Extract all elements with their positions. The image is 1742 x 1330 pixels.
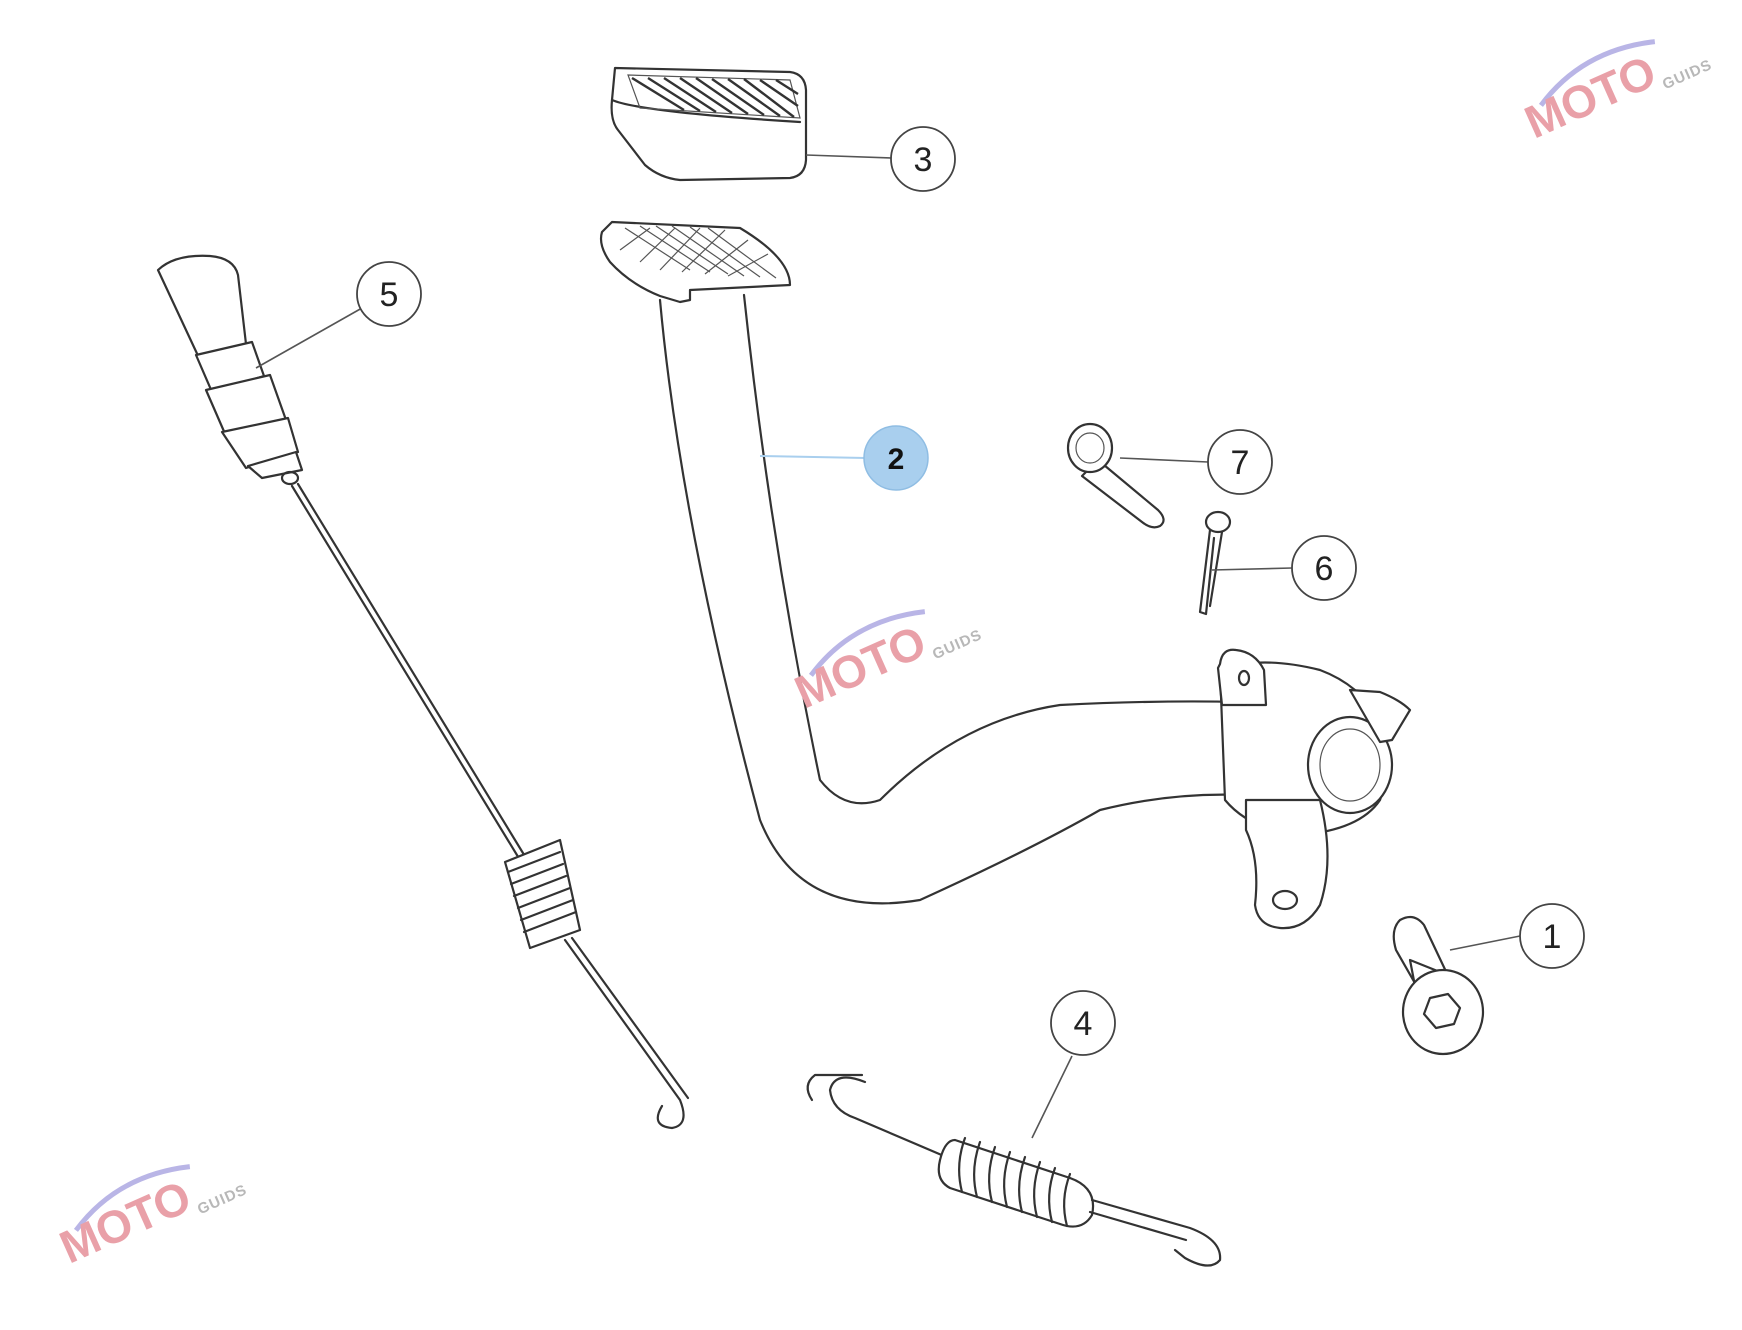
- watermark-top-right: MOTO GUIDS: [1517, 39, 1715, 148]
- svg-text:GUIDS: GUIDS: [1660, 56, 1715, 93]
- watermark-bottom-left: MOTO GUIDS: [52, 1164, 250, 1273]
- callout-4[interactable]: 4: [1050, 990, 1116, 1056]
- part-5-spring: [503, 838, 582, 950]
- callout-2[interactable]: 2: [863, 425, 929, 491]
- part-6-cotter-pin: [1198, 510, 1232, 616]
- part-3-pedal-rubber: [610, 66, 808, 182]
- svg-text:GUIDS: GUIDS: [195, 1181, 250, 1218]
- callout-5[interactable]: 5: [356, 261, 422, 327]
- part-1-pivot-bolt: [1392, 915, 1485, 1056]
- callout-3[interactable]: 3: [890, 126, 956, 192]
- callout-6-label: 6: [1315, 550, 1334, 588]
- callout-3-label: 3: [914, 141, 933, 179]
- callout-2-label: 2: [888, 443, 905, 476]
- leader-lines: [255, 154, 1521, 1139]
- watermark-center: MOTO GUIDS: [787, 609, 985, 718]
- part-4-return-spring: [806, 1073, 1222, 1267]
- callout-7-label: 7: [1231, 444, 1250, 482]
- part-5-brake-switch: [156, 254, 690, 1130]
- part-7-clevis-pin: [1066, 422, 1165, 529]
- callout-5-label: 5: [380, 276, 399, 314]
- svg-text:GUIDS: GUIDS: [930, 626, 985, 663]
- callout-7[interactable]: 7: [1207, 429, 1273, 495]
- part-2-brake-pedal: [599, 220, 1412, 930]
- callout-1-label: 1: [1543, 918, 1562, 956]
- callout-4-label: 4: [1074, 1005, 1093, 1043]
- callout-6[interactable]: 6: [1291, 535, 1357, 601]
- callout-1[interactable]: 1: [1519, 903, 1585, 969]
